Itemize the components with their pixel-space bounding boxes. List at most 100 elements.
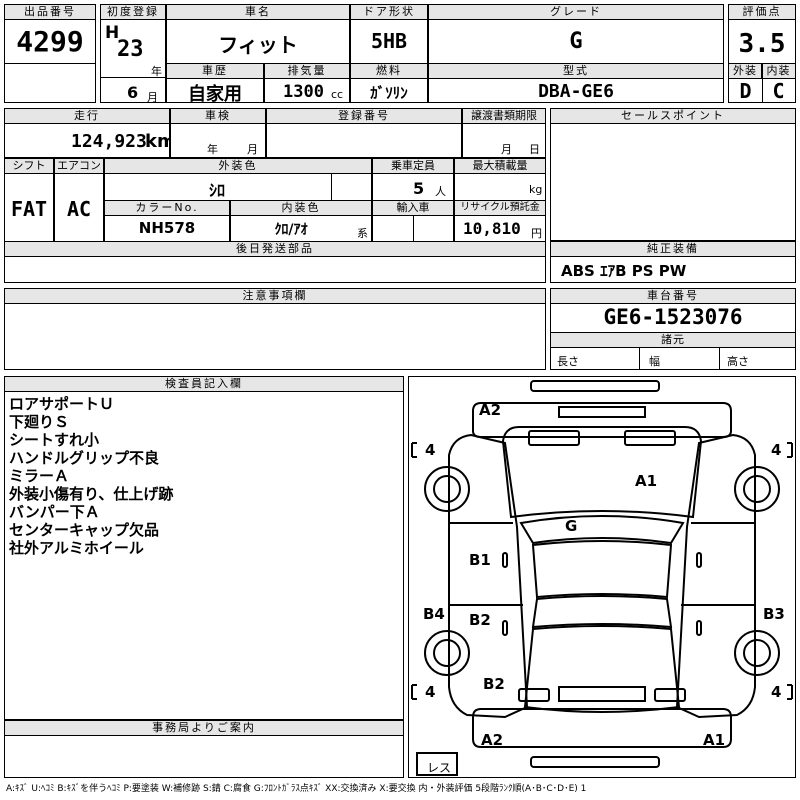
tyre-rear-left: 4 (425, 683, 436, 701)
mark-rear-left: B2 (483, 675, 505, 693)
first-reg-era: H (105, 23, 120, 43)
mileage-box: 走行 124,923 km (4, 108, 170, 158)
inspection-label: 車検 (171, 109, 265, 124)
recycle-unit: 円 (531, 227, 542, 240)
history-label: 車歴 (167, 64, 263, 79)
color-no-value: NH578 (138, 219, 196, 237)
mark-roof: G (565, 517, 578, 535)
legend-text: A:ｷｽﾞ U:ﾍｺﾐ B:ｷｽﾞを伴うﾍｺﾐ P:要塗装 W:補修跡 S:錆 … (6, 784, 587, 794)
note-line: バンパー下Ａ (9, 503, 100, 521)
mark-rear-bumper-left: A2 (481, 731, 504, 749)
spare-label: レス (427, 761, 452, 775)
int-color-value: ｸﾛ/ｱｵ (274, 222, 308, 238)
chassis-value: GE6-1523076 (603, 305, 743, 329)
front-bumper (472, 402, 732, 438)
mileage-unit: km (145, 131, 169, 152)
car-diagram (411, 380, 793, 776)
capacity-label: 乗車定員 (373, 159, 453, 174)
transfer-deadline-box: 譲渡書類期限 月 日 (462, 108, 546, 158)
fuel-value: ｶﾞｿﾘﾝ (370, 84, 408, 102)
right-body (675, 433, 756, 719)
fuel-label: 燃料 (351, 64, 427, 79)
note-line: 外装小傷有り、仕上げ跡 (9, 485, 174, 503)
shift-value: FAT (10, 197, 48, 221)
specs-label: 諸元 (551, 332, 795, 348)
note-line: 社外アルミホイール (9, 539, 144, 557)
tyre-front-left: 4 (425, 441, 436, 459)
displacement-label: 排気量 (265, 64, 349, 79)
rear-garnish (558, 686, 646, 702)
max-load-unit: kg (529, 183, 543, 196)
door-type-value: 5HB (370, 29, 408, 53)
displacement-box: 排気量 1300 cc (264, 63, 350, 103)
rear-left-wheel (424, 630, 470, 676)
reg-no-box: 登録番号 (266, 108, 462, 158)
inspector-label: 検査員記入欄 (5, 377, 403, 392)
model-label: 型式 (429, 64, 723, 79)
ext-color-label: 外装色 (105, 159, 371, 174)
displacement-unit: cc (331, 88, 344, 101)
sales-point-box: セールスポイント (550, 108, 796, 241)
int-color-label: 内装色 (231, 201, 371, 216)
mark-left-rear-door: B2 (469, 611, 491, 629)
max-load-box: 最大積載量 kg (454, 158, 546, 201)
mark-hood: A1 (635, 472, 658, 490)
front-plate (530, 380, 660, 392)
color-no-box: カラーNo. NH578 (104, 200, 230, 242)
grade-label: グレード (429, 5, 723, 20)
import-box: 輸入車 (372, 200, 454, 242)
aircon-value: AC (66, 197, 92, 221)
equipment-label: 純正装備 (551, 242, 795, 257)
windshield (519, 515, 685, 545)
spec-height-label: 高さ (727, 355, 749, 368)
car-name-label: 車名 (167, 5, 349, 20)
capacity-box: 乗車定員 5 人 (372, 158, 454, 201)
inspector-notes: ロアサポートＵ 下廻りＳ シートすれ小 ハンドルグリップ不良 ミラーＡ 外装小傷… (9, 395, 173, 557)
shift-box: シフト FAT (4, 158, 54, 242)
door-type-label: ドア形状 (351, 5, 427, 20)
auction-no-label: 出品番号 (5, 5, 95, 20)
model-box: 型式 DBA-GE6 (428, 63, 724, 103)
note-line: ロアサポートＵ (9, 395, 115, 413)
note-line: センターキャップ欠品 (9, 521, 160, 539)
left-body (448, 433, 529, 719)
rear-right-wheel (734, 630, 780, 676)
mark-front-bumper: A2 (479, 401, 502, 419)
first-reg-label: 初度登録 (101, 5, 165, 20)
color-no-label: カラーNo. (105, 201, 229, 216)
model-value: DBA-GE6 (538, 81, 614, 102)
first-reg-month-unit: 月 (147, 91, 158, 103)
mark-left-sill: B4 (423, 605, 445, 623)
grade-box: グレード G (428, 4, 724, 64)
recycle-box: リサイクル預託金 10,810 円 (454, 200, 546, 242)
mileage-label: 走行 (5, 109, 169, 124)
first-reg-year-unit: 年 (151, 65, 162, 78)
exterior-grade-label: 外装 (729, 64, 762, 79)
hood (501, 426, 703, 519)
tyre-front-right: 4 (771, 441, 782, 459)
shift-label: シフト (5, 159, 53, 174)
inspector-box: 検査員記入欄 ロアサポートＵ 下廻りＳ シートすれ小 ハンドルグリップ不良 ミラ… (4, 376, 404, 720)
door-type-box: ドア形状 5HB (350, 4, 428, 64)
transfer-month-unit: 月 (501, 143, 512, 156)
note-line: シートすれ小 (9, 431, 100, 449)
history-box: 車歴 自家用 (166, 63, 264, 103)
interior-grade-value: C (772, 79, 785, 103)
spec-length-label: 長さ (557, 355, 579, 368)
chassis-box: 車台番号 GE6-1523076 諸元 長さ 幅 高さ (550, 288, 796, 370)
office-box: 事務局よりご案内 (4, 720, 404, 778)
later-parts-box: 後日発送部品 (4, 241, 546, 283)
aircon-box: エアコン AC (54, 158, 104, 242)
first-reg-box: 初度登録 H 23 年 6 月 (100, 4, 166, 103)
car-name-box: 車名 フィット (166, 4, 350, 64)
history-value: 自家用 (188, 84, 242, 103)
caution-label: 注意事項欄 (5, 289, 545, 304)
caution-box: 注意事項欄 (4, 288, 546, 370)
note-line: 下廻りＳ (9, 413, 70, 431)
office-label: 事務局よりご案内 (5, 721, 403, 736)
spec-width-label: 幅 (649, 355, 660, 368)
sales-point-label: セールスポイント (551, 109, 795, 124)
later-parts-label: 後日発送部品 (5, 242, 545, 257)
inspection-year-unit: 年 (207, 143, 218, 156)
recycle-label: リサイクル預託金 (455, 201, 545, 216)
